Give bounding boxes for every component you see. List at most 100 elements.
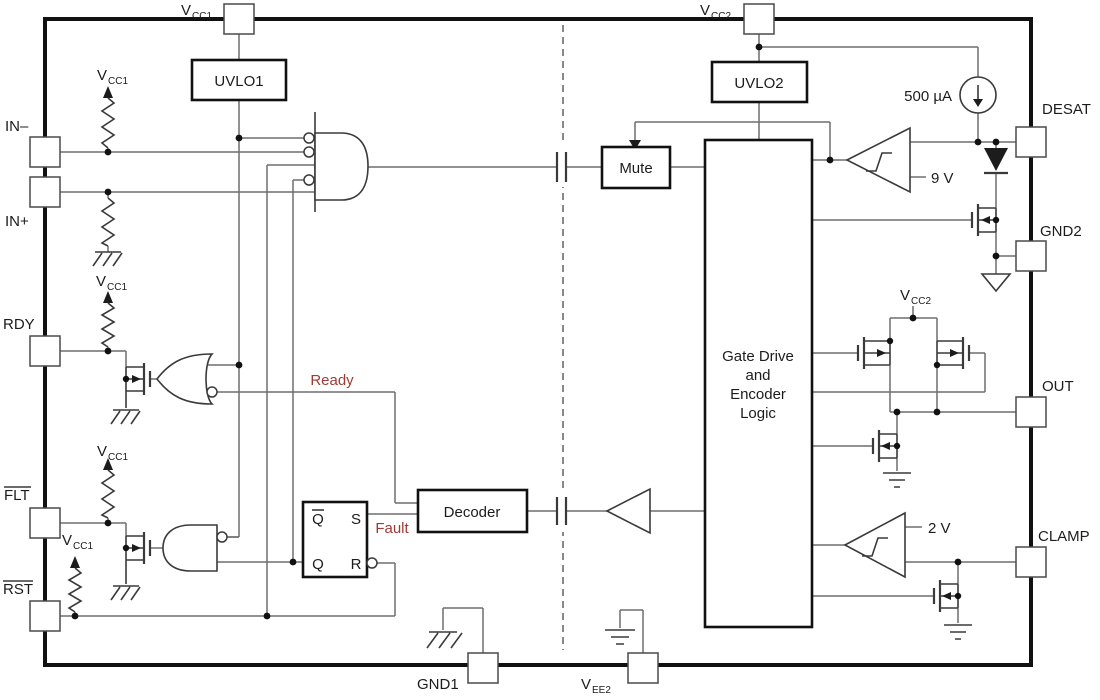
invert-bubble <box>206 386 218 398</box>
hysteresis-glyph <box>862 537 888 557</box>
latch-s-label: S <box>351 511 361 528</box>
vcc2-rail-label-sub: CC2 <box>911 296 931 307</box>
pin-rst <box>29 600 61 632</box>
resistor-flt-pullup <box>100 469 116 519</box>
sr-latch-block <box>301 500 369 579</box>
desat-comparator-icon <box>845 126 911 194</box>
flt-and-gate-icon <box>162 524 218 572</box>
clamp-label: CLAMP <box>1038 528 1090 545</box>
diode-icon <box>984 148 1008 171</box>
uvlo2-block <box>710 60 809 104</box>
vee2-label: V <box>581 676 591 693</box>
pin-desat <box>1015 126 1047 158</box>
isolation-cap-bottom-icon <box>555 497 568 525</box>
clamp-nmos-icon <box>932 580 962 612</box>
vcc1-rail-label: V <box>96 273 106 290</box>
pin-out <box>1015 396 1047 428</box>
current-source-500ua <box>959 76 997 114</box>
wires <box>60 34 1016 653</box>
junction-dots <box>71 43 1000 620</box>
vcc1-pin-label-sub: CC1 <box>192 11 212 22</box>
vcc1-rail-label: V <box>97 67 107 84</box>
rdy-or-gate-icon <box>155 353 214 405</box>
function-blocks <box>190 58 814 629</box>
logic-gates <box>155 112 911 579</box>
invert-bubble <box>216 531 228 543</box>
hysteresis-glyph <box>866 152 892 172</box>
pin-gnd2 <box>1015 240 1047 272</box>
vee2-label-sub: EE2 <box>592 685 611 695</box>
clamp-threshold-value: 2 V <box>928 520 951 537</box>
ground-symbols <box>92 251 1012 649</box>
transistors <box>122 204 1000 612</box>
desat-threshold-value: 9 V <box>931 170 954 187</box>
package-pins <box>29 3 1047 684</box>
rst-label: RST <box>3 581 33 598</box>
pin-flt <box>29 507 61 539</box>
fault-signal-label: Fault <box>375 520 409 537</box>
uvlo1-block <box>190 58 288 102</box>
vcc1-rail-label-sub: CC1 <box>107 282 127 293</box>
in-minus-label: IN– <box>5 118 29 135</box>
latch-qbar-label: Q <box>312 511 324 528</box>
desat-blanking-diode <box>984 148 1008 175</box>
vcc1-rail-label-sub: CC1 <box>108 76 128 87</box>
output-pmos-left-icon <box>856 337 894 369</box>
latch-q-label: Q <box>312 556 324 573</box>
gate-drive-block <box>703 138 814 629</box>
chassis-ground-icon <box>426 631 463 649</box>
vcc1-pin-label: V <box>181 2 191 19</box>
latch-reset-bubble <box>366 557 378 569</box>
gnd2-triangle-icon <box>980 273 1012 293</box>
mute-feed-arrow-icon <box>629 140 641 150</box>
chassis-ground-icon <box>92 251 123 267</box>
vcc1-arrow-icon <box>70 556 80 568</box>
pin-clamp <box>1015 546 1047 578</box>
pin-rdy <box>29 335 61 367</box>
mute-block <box>600 145 672 190</box>
resistor-rst-pullup <box>67 567 83 613</box>
gate-drive-label-line1: Gate Drive <box>722 348 794 365</box>
ready-signal-label: Ready <box>310 372 354 389</box>
earth-ground-icon <box>883 472 911 488</box>
vcc1-arrow-icon <box>103 86 113 98</box>
flt-nmos-icon <box>122 532 152 584</box>
earth-ground-icon <box>944 624 972 640</box>
vcc2-pin-label: V <box>700 2 710 19</box>
flt-label: FLT <box>4 487 30 504</box>
pin-vee2 <box>627 652 659 684</box>
output-pmos-right-icon <box>933 337 971 369</box>
vcc2-pin-label-sub: CC2 <box>711 11 731 22</box>
vcc1-rail-label: V <box>62 532 72 549</box>
vcc1-rail-label-sub: CC1 <box>108 452 128 463</box>
decoder-block <box>416 488 529 534</box>
uvlo1-block-label: UVLO1 <box>214 73 263 90</box>
rdy-nmos-icon <box>122 363 152 408</box>
pin-in-minus <box>29 136 61 168</box>
pin-vcc1 <box>223 3 255 35</box>
chassis-ground-icon <box>110 409 141 425</box>
vcc1-arrow-icon <box>103 458 113 470</box>
uvlo2-block-label: UVLO2 <box>734 75 783 92</box>
out-label: OUT <box>1042 378 1074 395</box>
invert-bubble <box>303 174 315 186</box>
desat-label: DESAT <box>1042 101 1091 118</box>
input-and-gate-icon <box>314 132 369 201</box>
latch-r-label: R <box>351 556 362 573</box>
gate-drive-label-line2: and <box>745 367 770 384</box>
gate-drive-label-line4: Logic <box>740 405 776 422</box>
resistor-in-minus-pullup <box>100 97 116 149</box>
isolation-cap-top-icon <box>555 152 568 182</box>
vcc1-arrow-icon <box>103 291 113 303</box>
pin-vcc2 <box>743 3 775 35</box>
cap-mask-top <box>553 145 571 187</box>
pin-gnd1 <box>467 652 499 684</box>
gnd1-label: GND1 <box>417 676 459 693</box>
gate-drive-label-line3: Encoder <box>730 386 786 403</box>
labels: V CC1 V CC2 IN– IN+ RDY FLT RST DESAT GN… <box>3 2 1091 696</box>
rx-buffer-icon <box>605 487 651 535</box>
mute-block-label: Mute <box>619 160 652 177</box>
vcc2-rail-label: V <box>900 287 910 304</box>
